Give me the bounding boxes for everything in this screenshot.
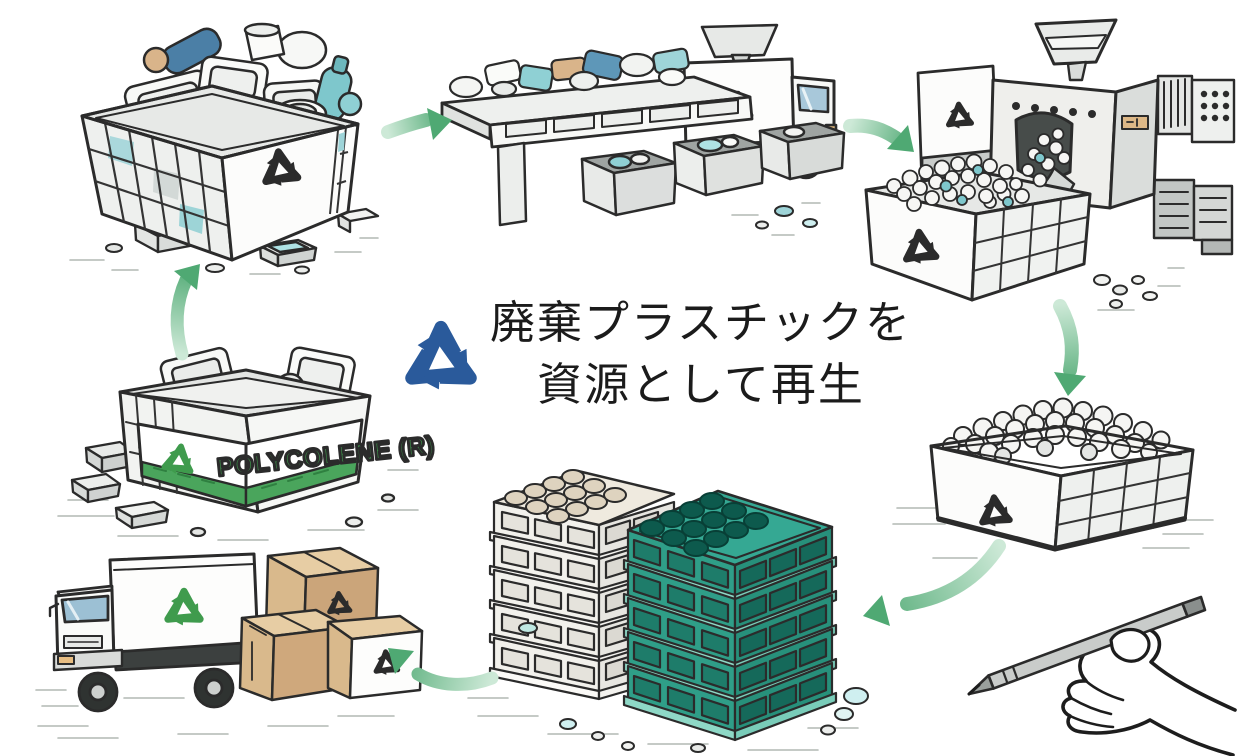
stacked-product-crates-illustration: [467, 469, 869, 753]
machine-body: [988, 18, 1160, 210]
sorting-table: [440, 75, 754, 227]
sorting-bins: [580, 121, 846, 217]
pebbles: [518, 622, 869, 753]
stones: [70, 440, 396, 538]
pebbles: [1093, 267, 1185, 311]
pelletizing-machine-illustration: [864, 18, 1236, 311]
cardboard-boxes: [238, 546, 424, 702]
arrow-head: [887, 125, 914, 152]
cycle-arrow-2: [843, 118, 914, 152]
arrow-shaft: [843, 118, 903, 145]
output-crate: [864, 170, 1092, 302]
cycle-arrow-3: [1053, 299, 1086, 396]
headline-line2: 資源として再生: [537, 358, 865, 411]
thumb: [1109, 627, 1151, 663]
ground-texture: [69, 237, 379, 275]
cycle-arrow-5: [388, 648, 499, 691]
polycolene-product-crate-illustration: POLYCOLENE (R): [57, 346, 438, 541]
arrow-head: [388, 648, 414, 674]
arrow-shaft: [381, 113, 433, 139]
delivery-truck: [35, 552, 260, 713]
box-right-white-panel: [326, 614, 424, 700]
plastic-scrap-pile: [448, 47, 690, 99]
pellet-flow: [886, 127, 1071, 212]
scrap-bits-ground: [731, 202, 821, 236]
headline-line1: 廃棄プラスチックを: [489, 296, 913, 349]
recycled-pellet-crate-illustration: [892, 397, 1214, 559]
mesh-grid: [88, 122, 230, 253]
arrow-head: [1054, 372, 1086, 396]
arrow-shaft: [900, 539, 1006, 611]
cycle-arrow-1: [381, 108, 452, 140]
arrow-shaft: [170, 273, 193, 361]
machine-side-modules: [1152, 74, 1236, 256]
arrow-head: [427, 108, 452, 140]
arrow-head: [863, 595, 890, 626]
teal-crate-stack: [622, 489, 838, 742]
arrow-shaft: [1053, 299, 1079, 377]
hand-with-pen-illustration: [967, 595, 1237, 756]
hand: [1061, 624, 1237, 756]
arrow-head: [174, 264, 200, 290]
pellet-crate: [929, 424, 1195, 552]
cycle-arrow-4: [863, 539, 1006, 626]
sorting-station-truck-illustration: [440, 23, 846, 236]
arrow-shaft: [411, 667, 499, 691]
white-crate-stack: [488, 469, 680, 701]
delivery-truck-boxes-illustration: [35, 546, 424, 739]
waste-plastic-crate-illustration: [69, 22, 380, 275]
mesh-crate: [80, 84, 360, 262]
headline: 廃棄プラスチックを 資源として再生: [470, 296, 932, 412]
cycle-arrow-6: [170, 264, 200, 361]
